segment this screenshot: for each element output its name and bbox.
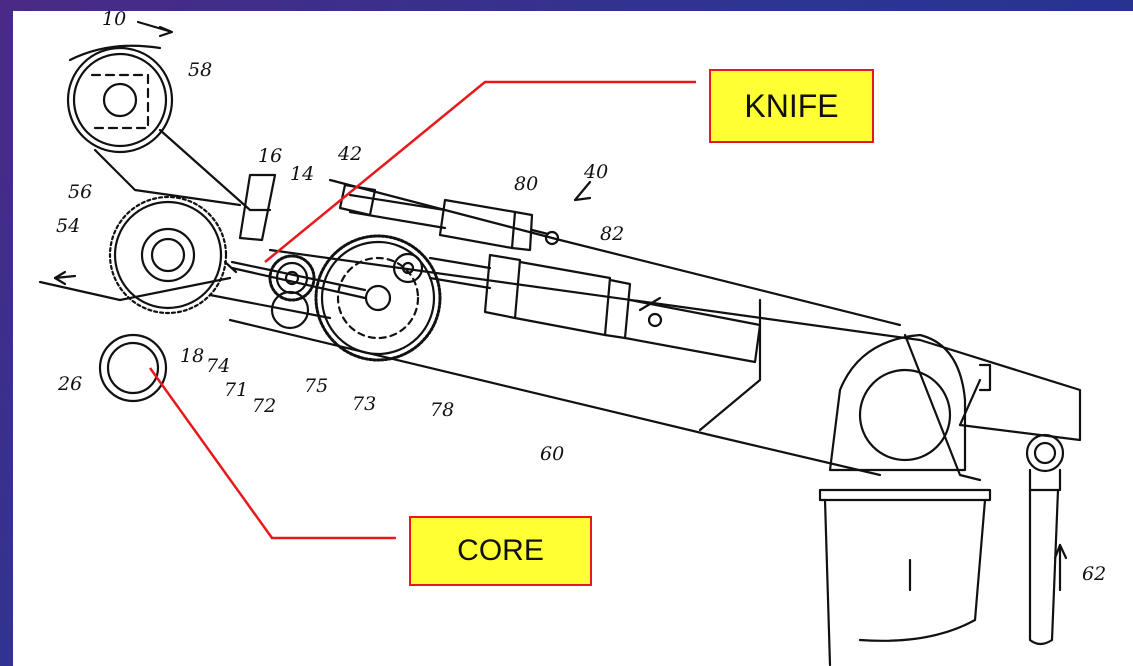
pivot-block <box>818 333 992 666</box>
ref-14: 14 <box>290 163 314 185</box>
web-line <box>38 276 232 302</box>
core-26 <box>98 333 168 403</box>
ref-26: 26 <box>57 373 82 395</box>
knife-leader <box>264 80 696 263</box>
ref-74: 74 <box>206 355 230 377</box>
frame-60 <box>208 178 1082 482</box>
ref-54: 54 <box>56 215 80 237</box>
ref-56: 56 <box>68 181 92 203</box>
patent-drawing-canvas: 10 58 16 14 42 56 54 18 26 74 71 72 75 7… <box>13 11 1133 666</box>
gear-75 <box>268 254 316 330</box>
ref-60: 60 <box>540 443 564 465</box>
callout-leaders <box>148 80 696 540</box>
ref-75: 75 <box>304 375 328 397</box>
ref-72: 72 <box>252 395 276 417</box>
machine-drawing: 10 58 16 14 42 56 54 18 26 74 71 72 75 7… <box>38 11 1106 666</box>
roll-54-56 <box>108 195 228 315</box>
knife-arm <box>223 260 367 300</box>
knife-callout: KNIFE <box>709 69 874 143</box>
ref-58: 58 <box>188 59 212 81</box>
ref-62: 62 <box>1082 563 1106 585</box>
web-top <box>68 44 162 62</box>
cylinder-80 <box>338 183 560 252</box>
gear-78 <box>314 234 442 362</box>
core-leader <box>148 367 396 540</box>
ref-82: 82 <box>600 223 624 245</box>
block-16 <box>238 173 277 242</box>
ref-10: 10 <box>102 11 126 30</box>
ref-73: 73 <box>352 393 376 415</box>
ref-80: 80 <box>514 173 538 195</box>
actuator-62 <box>1025 433 1068 646</box>
ref-42: 42 <box>337 143 362 165</box>
ref-78: 78 <box>430 399 454 421</box>
roll-58 <box>66 46 174 154</box>
ref-16: 16 <box>258 145 282 167</box>
ref-18: 18 <box>180 345 204 367</box>
ref-71: 71 <box>224 379 248 401</box>
ref-40: 40 <box>583 161 608 183</box>
cylinder-82 <box>428 253 762 364</box>
core-callout: CORE <box>409 516 592 586</box>
reference-numerals: 10 58 16 14 42 56 54 18 26 74 71 72 75 7… <box>56 11 1106 585</box>
